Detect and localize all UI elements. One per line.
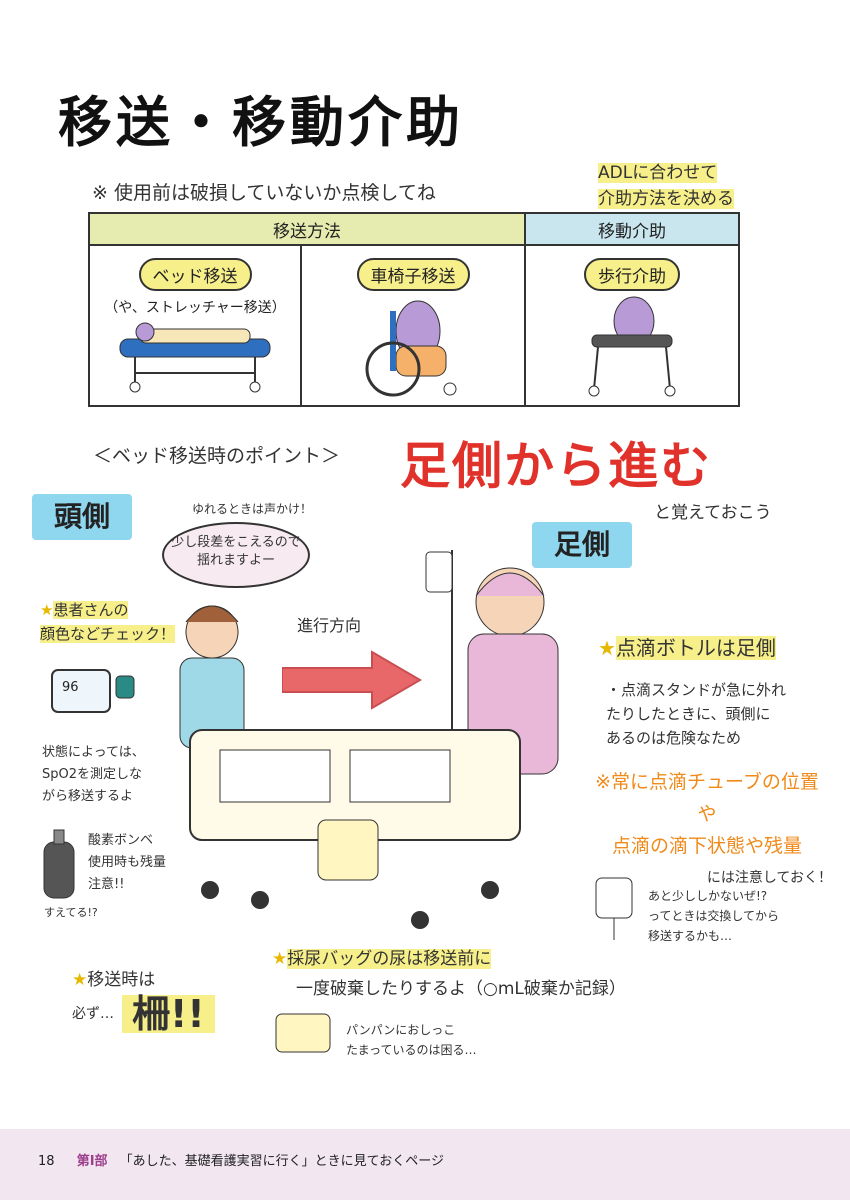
star-icon: ★ bbox=[598, 636, 616, 660]
remember-note: と覚えておこう bbox=[654, 503, 772, 523]
bed-transfer-sub: （や、ストレッチャー移送） bbox=[104, 300, 286, 316]
rail-line-1: 移送時は bbox=[87, 970, 156, 990]
always-note: ※常に点滴チューブの位置 や 点滴の滴下状態や残量 には注意しておく！ bbox=[582, 766, 832, 894]
wheelchair-illustration bbox=[365, 300, 457, 397]
drip-reason-line-3: あるのは危険なため bbox=[606, 729, 742, 747]
page-title: 移送・移動介助 bbox=[58, 91, 464, 154]
urine-small-line-1: パンパンにおしっこ bbox=[346, 1023, 456, 1037]
direction-arrow-icon bbox=[282, 650, 422, 710]
star-icon: ★ bbox=[272, 949, 288, 969]
urine-line-2: 一度破棄したりするよ（○mL破棄か記録） bbox=[296, 979, 626, 999]
footer-text: 18 第Ⅰ部 「あした、基礎看護実習に行く」ときに見ておくページ bbox=[38, 1150, 444, 1169]
part-label: 第Ⅰ部 bbox=[76, 1154, 108, 1169]
bed-transfer-label: ベッド移送 bbox=[138, 258, 252, 291]
page-number: 18 bbox=[38, 1154, 55, 1169]
cell-wheelchair: 車椅子移送 bbox=[300, 244, 526, 407]
patient-check-note: ★患者さんの 顔色などチェック！ bbox=[40, 598, 176, 646]
cell-walker: 歩行介助 bbox=[524, 244, 740, 407]
drip-bottle-text: 点滴ボトルは足側 bbox=[615, 636, 776, 660]
point-heading: ＜ベッド移送時のポイント＞ bbox=[93, 445, 341, 467]
spo2-note-line-2: SpO2を測定しな bbox=[42, 767, 143, 782]
wheelchair-label: 車椅子移送 bbox=[356, 258, 470, 291]
spo2-note-line-1: 状態によっては、 bbox=[42, 745, 145, 760]
oxygen-cylinder-illustration bbox=[43, 829, 75, 899]
bubble-note: ゆれるときは声かけ！ bbox=[192, 502, 313, 516]
star-icon: ★ bbox=[40, 601, 54, 619]
spo2-note: 状態によっては、 SpO2を測定しな がら移送するよ bbox=[42, 742, 145, 808]
spo2-note-line-3: がら移送するよ bbox=[42, 789, 134, 804]
patient-check-line-1: 患者さんの bbox=[53, 601, 129, 619]
direction-label: 進行方向 bbox=[297, 616, 362, 635]
oxygen-note-line-3: 注意!! bbox=[88, 877, 125, 892]
drip-bag-line-3: 移送するかも… bbox=[648, 929, 733, 943]
oxygen-note: 酸素ボンベ 使用時も残量 注意!! bbox=[88, 830, 166, 896]
rail-big: 柵!! bbox=[122, 995, 215, 1033]
header-move: 移動介助 bbox=[524, 212, 740, 246]
rail-line-2: 必ず… bbox=[72, 1006, 114, 1022]
always-line-4: には注意しておく！ bbox=[706, 870, 832, 886]
check-note: ※ 使用前は破損していないか点検してね bbox=[92, 182, 436, 204]
star-icon: ★ bbox=[72, 970, 88, 990]
adl-note: ADLに合わせて 介助方法を決める bbox=[598, 160, 734, 212]
speech-bubble: 少し段差をこえるので 揺れますよー bbox=[162, 522, 310, 588]
oxygen-note-line-1: 酸素ボンベ bbox=[88, 833, 154, 848]
oxygen-face-note: すえてる!? bbox=[44, 906, 98, 919]
footer-title: 「あした、基礎看護実習に行く」ときに見ておくページ bbox=[119, 1154, 445, 1169]
urine-line-1: 採尿バッグの尿は移送前に bbox=[287, 949, 492, 969]
urine-bag-illustration bbox=[275, 1013, 331, 1053]
cell-bed: ベッド移送 （や、ストレッチャー移送） bbox=[88, 244, 302, 407]
drip-bag-illustration bbox=[595, 877, 633, 940]
walker-label: 歩行介助 bbox=[584, 258, 680, 291]
rail-note: ★移送時は 必ず… 柵!! bbox=[72, 965, 215, 1033]
patient-check-line-2: 顔色などチェック！ bbox=[40, 625, 176, 643]
spo2-monitor-illustration bbox=[51, 669, 135, 713]
drip-bag-line-2: ってときは交換してから bbox=[648, 909, 780, 923]
drip-reason-line-2: たりしたときに、頭側に bbox=[606, 705, 771, 723]
transfer-methods-table: 移送方法 移動介助 ベッド移送 （や、ストレッチャー移送） 車椅子移送 bbox=[88, 212, 740, 407]
head-side-tag: 頭側 bbox=[32, 494, 132, 540]
drip-bag-note: あと少ししかないぜ!? ってときは交換してから 移送するかも… bbox=[648, 886, 779, 946]
adl-line-1: ADLに合わせて bbox=[598, 163, 718, 183]
oxygen-note-line-2: 使用時も残量 bbox=[88, 855, 167, 870]
always-line-2: や bbox=[697, 803, 717, 825]
urine-small-line-2: たまっているのは困る… bbox=[346, 1043, 477, 1057]
urine-small-note: パンパンにおしっこ たまっているのは困る… bbox=[346, 1020, 477, 1060]
stretcher-illustration bbox=[119, 322, 271, 393]
bed-transfer-illustration bbox=[179, 550, 559, 929]
header-transfer: 移送方法 bbox=[88, 212, 526, 246]
drip-reason-line-1: ・点滴スタンドが急に外れ bbox=[606, 681, 787, 699]
big-slogan: 足側から進む bbox=[400, 437, 712, 495]
adl-line-2: 介助方法を決める bbox=[598, 189, 734, 209]
page-footer bbox=[0, 1129, 850, 1200]
always-line-3: 点滴の滴下状態や残量 bbox=[611, 835, 802, 857]
always-line-1: ※常に点滴チューブの位置 bbox=[595, 771, 819, 793]
spo2-value: 96 bbox=[62, 680, 79, 695]
drip-reason: ・点滴スタンドが急に外れ たりしたときに、頭側に あるのは危険なため bbox=[606, 678, 786, 750]
drip-bag-line-1: あと少ししかないぜ!? bbox=[648, 889, 768, 903]
foot-side-tag: 足側 bbox=[532, 522, 632, 568]
urine-note: ★採尿バッグの尿は移送前に 一度破棄したりするよ（○mL破棄か記録） bbox=[272, 944, 626, 1004]
drip-bottle-note: ★点滴ボトルは足側 bbox=[598, 632, 776, 661]
walker-illustration bbox=[588, 296, 676, 397]
